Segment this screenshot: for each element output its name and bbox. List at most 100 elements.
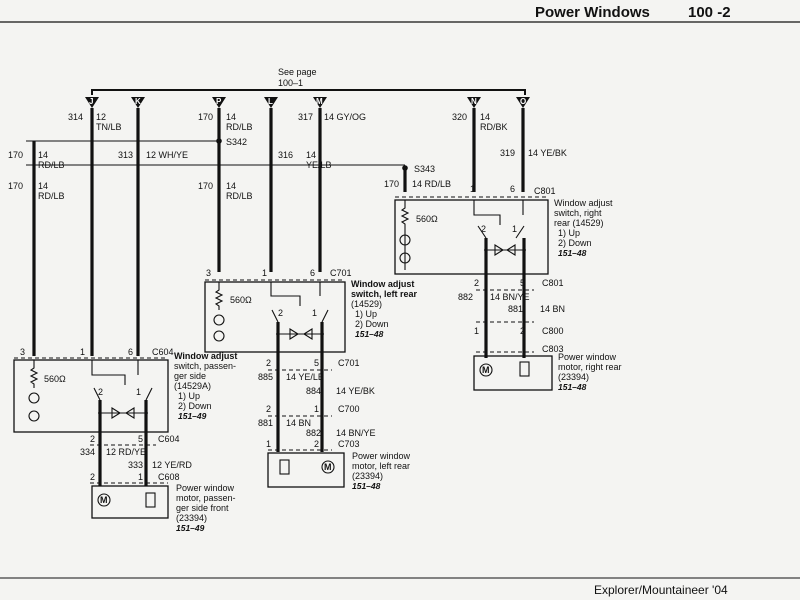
wire-170-p-circuit: 170: [198, 112, 213, 122]
resistor-icon: [400, 200, 410, 228]
bus-pin-o: O: [516, 97, 530, 108]
lr-motor-box: [267, 452, 345, 488]
wire-170-s343-circuit: 170: [384, 179, 399, 189]
rr-w-pin1b: 1: [474, 326, 479, 336]
motor-icon: [97, 493, 111, 507]
resistor-icon: [214, 282, 224, 310]
ps-down: 2) Down: [178, 401, 212, 411]
lamp-icon: [28, 410, 40, 422]
wire-170-s343-desc: 14 RD/LB: [412, 179, 451, 189]
ps-w-pin2b: 2: [90, 472, 95, 482]
wire-316-gauge: 14: [306, 150, 316, 160]
ps-w-pin2: 2: [90, 434, 95, 444]
lr-pin-3: 3: [206, 268, 211, 278]
ps-sw-a: 2: [98, 387, 103, 397]
wire-319-circuit: 319: [500, 148, 515, 158]
rr-resistor-value: 560Ω: [416, 214, 438, 224]
rr-motor-title-2: motor, right rear: [558, 362, 622, 372]
wire-319-desc: 14 YE/BK: [528, 148, 567, 158]
lr-pin-1: 1: [262, 268, 267, 278]
lr-title-3: (14529): [351, 299, 382, 309]
lamp-icon: [213, 314, 225, 326]
lr-switch-box: [204, 281, 346, 353]
lr-w-881: 881: [258, 418, 273, 428]
svg-text:M: M: [100, 495, 108, 505]
rr-motor-box: [473, 355, 553, 391]
wire-317-desc: 14 GY/OG: [324, 112, 366, 122]
ps-title-2: switch, passen-: [174, 361, 236, 371]
wire-313-desc: 12 WH/YE: [146, 150, 188, 160]
wire-170-a-circuit: 170: [8, 150, 23, 160]
ps-title-1: Window adjust: [174, 351, 237, 361]
ps-pin-3: 3: [20, 347, 25, 357]
lamp-icon: [28, 392, 40, 404]
ps-w-333: 333: [128, 460, 143, 470]
lr-w-885: 885: [258, 372, 273, 382]
rr-w-c800: C800: [542, 326, 564, 336]
svg-text:O: O: [520, 97, 526, 106]
rr-w-881-desc: 14 BN: [540, 304, 565, 314]
lr-ref: 151–48: [355, 329, 384, 339]
lr-w-pin1b: 1: [314, 404, 319, 414]
ps-motor-title-1: Power window: [176, 483, 235, 493]
breaker-icon: [145, 492, 156, 508]
right-rear-switch: 1 6 C801 560Ω 2 1 Window adjust switch, …: [394, 184, 613, 275]
rr-sw-a: 2: [481, 224, 486, 234]
lr-motor-title-2: motor, left rear: [352, 461, 410, 471]
rr-w-pin5: 5: [520, 278, 525, 288]
switch-icon: [271, 309, 329, 323]
left-rear-switch: 3 1 6 C701 560Ω 2 1 Window adjust switch…: [204, 268, 418, 353]
rr-motor-ref: 151–48: [558, 382, 587, 392]
wire-170-b-gauge: 14: [38, 181, 48, 191]
bus-pin-j: J: [85, 97, 99, 108]
rr-pin-6: 6: [510, 184, 515, 194]
rr-motor-title-1: Power window: [558, 352, 617, 362]
breaker-icon: [519, 361, 530, 377]
see-page-label: See page: [278, 67, 317, 77]
svg-text:L: L: [268, 97, 273, 106]
wire-314-color: TN/LB: [96, 122, 122, 132]
page-title: Power Windows: [535, 4, 650, 21]
wire-316-circuit: 316: [278, 150, 293, 160]
bus-pin-k: K: [131, 97, 145, 108]
ps-title-4: (14529A): [174, 381, 211, 391]
ps-motor-title-3: ger side front: [176, 503, 229, 513]
wire-170-b-circuit: 170: [8, 181, 23, 191]
ps-w-c604: C604: [158, 434, 180, 444]
ps-title-3: ger side: [174, 371, 206, 381]
lamp-icon: [213, 330, 225, 342]
ps-motor-ref: 151–49: [176, 523, 205, 533]
wire-170-mid-gauge: 14: [226, 181, 236, 191]
ps-resistor-value: 560Ω: [44, 374, 66, 384]
wire-320-circuit: 320: [452, 112, 467, 122]
wire-170-a-gauge: 14: [38, 150, 48, 160]
rr-w-882-desc: 14 BN/YE: [490, 292, 530, 302]
lr-w-885-desc: 14 YE/LB: [286, 372, 324, 382]
lr-w-882: 882: [306, 428, 321, 438]
ps-connector: C604: [152, 347, 174, 357]
lr-w-c700: C700: [338, 404, 360, 414]
breaker-icon: [279, 459, 290, 475]
ps-w-pin5: 5: [138, 434, 143, 444]
lr-w-c701: C701: [338, 358, 360, 368]
wire-314-circuit: 314: [68, 112, 83, 122]
bus-pin-m: M: [313, 97, 327, 108]
bus-pin-n: N: [467, 97, 481, 108]
lr-w-881-desc: 14 BN: [286, 418, 311, 428]
rr-ref: 151–48: [558, 248, 587, 258]
ps-w-pin1b: 1: [138, 472, 143, 482]
rr-w-c801: C801: [542, 278, 564, 288]
lr-w-pin1c: 1: [266, 439, 271, 449]
lr-motor-title-1: Power window: [352, 451, 411, 461]
rr-sw-b: 1: [512, 224, 517, 234]
lr-title-2: switch, left rear: [351, 289, 418, 299]
ps-pin-1: 1: [80, 347, 85, 357]
bus-pin-l: L: [264, 97, 278, 108]
resistor-icon: [29, 360, 39, 388]
lr-w-884-desc: 14 YE/BK: [336, 386, 375, 396]
rr-motor-title-3: (23394): [558, 372, 589, 382]
motor-icon: [321, 460, 335, 474]
lr-motor-ref: 151–48: [352, 481, 381, 491]
svg-text:P: P: [216, 97, 222, 106]
ps-w-c608: C608: [158, 472, 180, 482]
